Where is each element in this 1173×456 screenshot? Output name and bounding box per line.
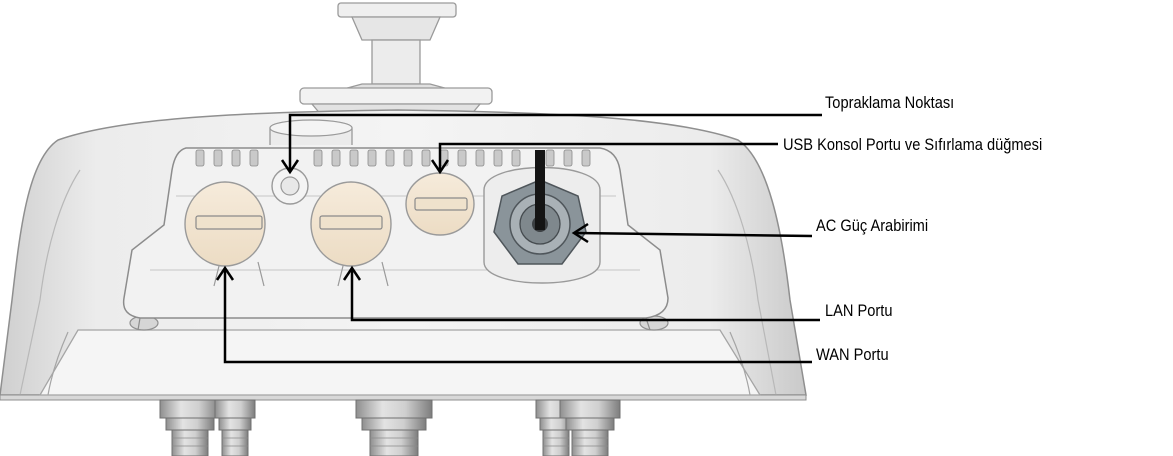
lan-port-label: LAN Portu xyxy=(825,301,893,320)
callout-usb-leader xyxy=(430,142,778,175)
callout-ground-leader xyxy=(280,113,822,175)
ground-point-label: Topraklama Noktası xyxy=(825,93,955,112)
ac-power-label: AC Güç Arabirimi xyxy=(816,216,929,235)
lan-port-cap xyxy=(310,181,392,267)
usb-console-cap xyxy=(405,172,475,236)
callout-wan-leader xyxy=(215,265,812,364)
mounting-bracket xyxy=(299,2,493,117)
antenna-connectors xyxy=(159,399,621,456)
wan-port-label: WAN Portu xyxy=(816,345,889,364)
wan-port-cap xyxy=(184,181,266,267)
callout-ac-leader xyxy=(571,222,813,244)
usb-console-reset-label: USB Konsol Portu ve Sıfırlama düğmesi xyxy=(783,135,1043,154)
ground-bolt-boss xyxy=(269,119,353,145)
ground-point-icon xyxy=(271,167,309,205)
callout-lan-leader xyxy=(342,265,820,322)
ac-power-gland xyxy=(483,150,601,284)
